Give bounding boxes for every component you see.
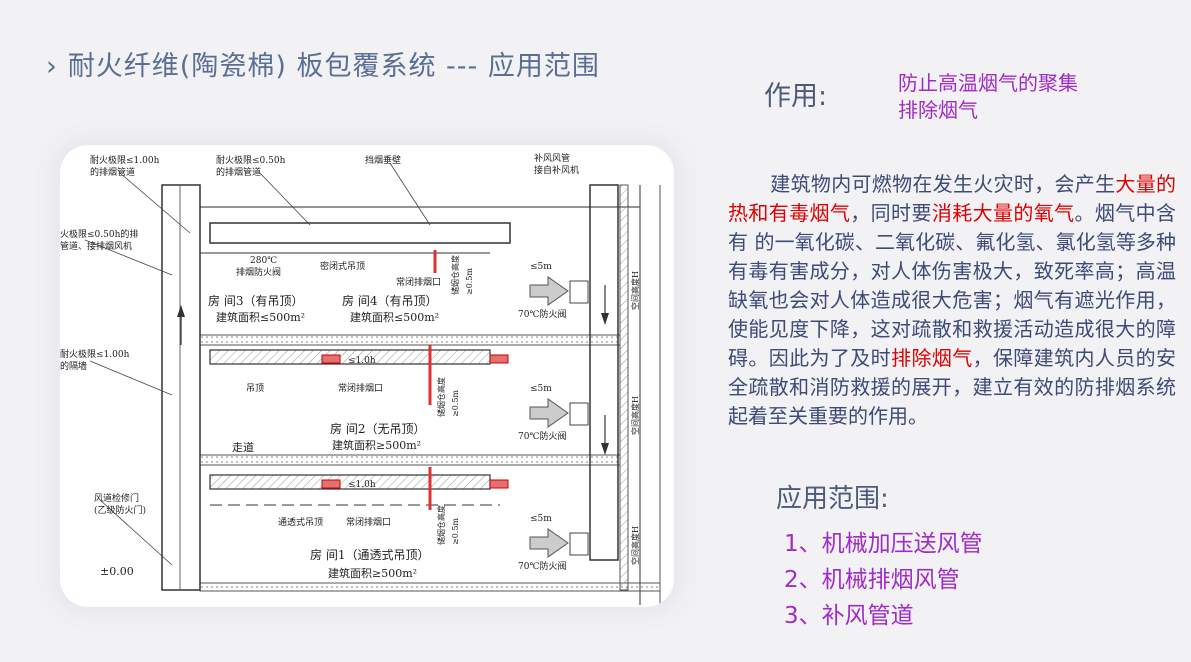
label-elevation-zero: ±0.00 — [100, 565, 134, 578]
label-duct-05h-b: 的排烟管道 — [216, 166, 261, 178]
supply-shaft — [589, 184, 619, 561]
room-1-area: 建筑面积≥500m² — [328, 566, 417, 580]
floor-slab — [199, 454, 621, 466]
label-corridor: 走道 — [232, 440, 254, 454]
label-wall-1h: 耐火极限≤1.00h — [60, 348, 130, 360]
supply-arrow — [529, 528, 569, 558]
function-list: 防止高温烟气的聚集 排除烟气 — [898, 70, 1078, 124]
label-depth: 储烟仓高度 — [436, 505, 446, 545]
label-closed-ceiling: 密闭式吊顶 — [320, 260, 365, 272]
para-text: 建筑物内可燃物在发生火灾时，会产生 — [770, 172, 1116, 196]
label-access-door: 风道检修门 — [94, 492, 139, 504]
label-duct-1h: 耐火极限≤1.00h — [90, 154, 160, 166]
label-lt1h: ≤1.0h — [348, 480, 376, 490]
exhaust-outlet — [321, 354, 341, 364]
label-depth-value: ≥0.5m — [451, 518, 460, 545]
label-depth-value: ≥0.5m — [465, 268, 474, 295]
function-label: 作用: — [764, 81, 828, 112]
para-highlight: 大量的热和有毒烟气 — [728, 172, 1177, 225]
label-ceiling: 吊顶 — [246, 383, 264, 394]
label-lt5m: ≤5m — [530, 384, 552, 394]
label-wall-1h-b: 的隔墙 — [60, 360, 87, 372]
label-damper-70: 70℃防火阀 — [518, 560, 567, 572]
smoke-exhaust-diagram: 耐火极限≤1.00h 的排烟管道 耐火极限≤0.50h 的排烟管道 挡烟垂壁 补… — [60, 145, 674, 607]
label-depth: 储烟仓高度 — [450, 255, 460, 295]
function-item: 排除烟气 — [898, 98, 978, 122]
scope-list: 1、机械加压送风管 2、机械排烟风管 3、补风管道 — [784, 526, 983, 634]
function-item: 防止高温烟气的聚集 — [898, 71, 1078, 95]
label-depth-value: ≥0.5m — [451, 390, 460, 417]
label-access-door-b: (乙级防火门) — [94, 504, 146, 516]
chevron-right-icon: › — [46, 51, 58, 82]
label-damper-70: 70℃防火阀 — [518, 308, 567, 320]
label-space-height: 空间高度H — [630, 526, 640, 565]
para-highlight: 消耗大量的氧气 — [931, 201, 1075, 225]
label-damper-280-b: 排烟防火阀 — [236, 266, 281, 278]
label-lt5m: ≤5m — [530, 262, 552, 272]
exhaust-shaft — [161, 184, 201, 591]
room-1-name: 房 间1（通透式吊顶） — [310, 547, 429, 562]
exhaust-outlet — [489, 479, 509, 489]
label-space-height: 空间高度H — [630, 271, 640, 310]
room-3-area: 建筑面积≤500m² — [216, 310, 305, 324]
label-supply-duct-b: 接自补风机 — [534, 164, 579, 176]
label-exhaust-outlet: 常闭排烟口 — [396, 276, 441, 288]
exhaust-outlet — [489, 354, 509, 364]
label-lt1h: ≤1.0h — [348, 356, 376, 366]
smoke-duct — [209, 222, 511, 244]
label-duct-1h-b: 的排烟管道 — [90, 166, 135, 178]
scope-item: 1、机械加压送风管 — [784, 531, 983, 557]
floor-slab — [199, 582, 661, 592]
slide-title-text: 耐火纤维(陶瓷棉) 板包覆系统 --- 应用范围 — [67, 51, 600, 82]
label-damper-70: 70℃防火阀 — [518, 430, 567, 442]
room-2-area: 建筑面积≥500m² — [332, 438, 421, 452]
label-exhaust-outlet: 常闭排烟口 — [346, 516, 391, 528]
room-3-name: 房 间3（有吊顶） — [208, 293, 303, 308]
para-text: ，保障建筑内人员的安全疏散和消防救援的展开，建立有效的防排烟系统起着至关重要的作… — [728, 346, 1177, 428]
scope-item: 2、机械排烟风管 — [784, 567, 960, 593]
label-supply-duct: 补风风管 — [534, 152, 570, 164]
label-left-duct-b: 管道、接排烟风机 — [60, 240, 132, 252]
para-text: ，同时要 — [850, 201, 932, 225]
label-lt5m: ≤5m — [530, 514, 552, 524]
diagram-svg: 耐火极限≤1.00h 的排烟管道 耐火极限≤0.50h 的排烟管道 挡烟垂壁 补… — [60, 152, 661, 605]
label-depth: 储烟仓高度 — [436, 377, 446, 417]
scope-label: 应用范围: — [776, 484, 889, 514]
scope-item: 3、补风管道 — [784, 603, 914, 629]
floor-slab — [199, 334, 621, 346]
room-2-name: 房 间2（无吊顶） — [330, 421, 425, 436]
label-duct-05h: 耐火极限≤0.50h — [216, 154, 286, 166]
exhaust-outlet — [321, 479, 341, 489]
room-4-area: 建筑面积≤500m² — [350, 310, 439, 324]
label-open-ceiling: 通透式吊顶 — [278, 516, 323, 528]
para-text: 。烟气中含有 的一氧化碳、二氧化碳、氟化氢、氯化氢等多种有毒有害成分，对人体伤害… — [728, 201, 1177, 370]
supply-arrow — [529, 398, 569, 428]
slide-title: › 耐火纤维(陶瓷棉) 板包覆系统 --- 应用范围 — [46, 44, 600, 83]
room-4-name: 房 间4（有吊顶） — [342, 293, 437, 308]
label-space-height: 空间高度H — [630, 396, 640, 435]
description-paragraph: 建筑物内可燃物在发生火灾时，会产生大量的热和有毒烟气，同时要消耗大量的氧气。烟气… — [728, 170, 1176, 431]
para-highlight: 排除烟气 — [891, 346, 973, 370]
supply-arrow — [529, 276, 569, 306]
label-damper-280: 280℃ — [250, 256, 277, 266]
label-left-duct: 火极限≤0.50h的排 — [60, 228, 138, 240]
label-smoke-wall: 挡烟垂壁 — [365, 154, 401, 166]
label-exhaust-outlet: 常闭排烟口 — [338, 382, 383, 394]
